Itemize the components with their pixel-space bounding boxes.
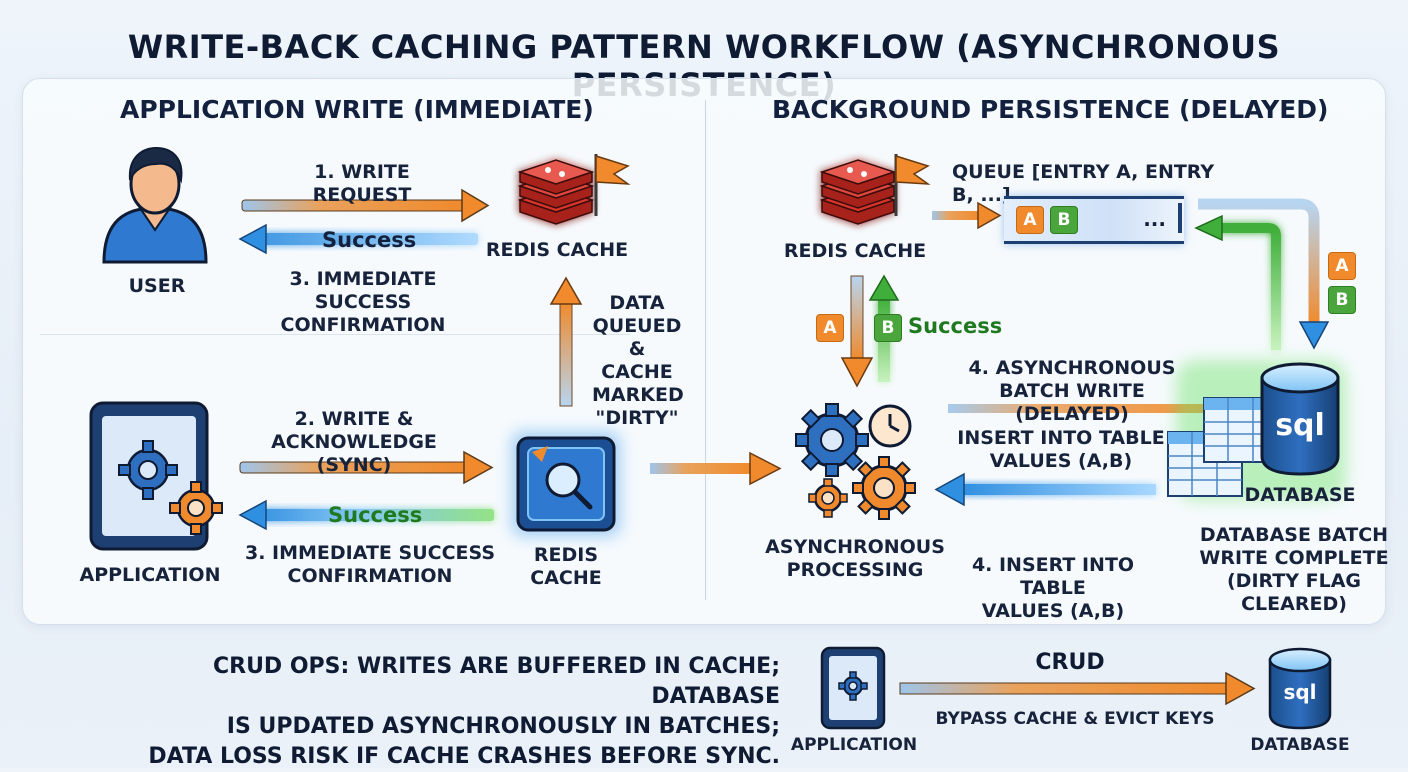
queued-line-5: "DIRTY" [595,407,679,429]
complete-line2: WRITE COMPLETE [1199,547,1389,569]
insert-line2: VALUES (A,B) [989,450,1133,472]
write-request-arrow [241,188,490,223]
write-request-label: 1. WRITE REQUEST [312,161,412,206]
batch-write-line1: 4. ASYNCHRONOUS [968,357,1176,379]
application-label: APPLICATION [79,564,221,586]
queued-line-3: & CACHE [601,338,673,383]
success-arrow-2 [238,499,494,531]
confirmation-1-line2: CONFIRMATION [280,314,446,336]
crud-note-line1: CRUD OPS: WRITES ARE BUFFERED IN CACHE; … [212,654,780,709]
database-label: DATABASE [1244,484,1356,506]
queued-line-1: DATA [609,292,665,314]
bottom-database-icon [1268,647,1332,730]
batch-write-line [948,404,1204,413]
redis-cache-right-label: REDIS CACHE [783,240,927,262]
to-async-arrow [650,451,782,486]
crud-note-line2: IS UPDATED ASYNCHRONOUSLY IN BATCHES; [226,714,780,739]
write-ack-label: 2. WRITE & ACKNOWLEDGE (SYNC) [240,408,468,477]
crud-note-line3: DATA LOSS RISK IF CACHE CRASHES BEFORE S… [148,744,780,769]
queue-more: ... [1143,207,1166,231]
async-processing-label: ASYNCHRONOUS PROCESSING [760,536,950,582]
queue-box: A B ... [1004,196,1184,244]
insert2-line1: 4. INSERT INTO TABLE [971,554,1135,599]
side-entry-b-chip: B [1328,286,1356,314]
redis2-line1: REDIS [533,544,599,566]
queue-to-db-arrow [1198,198,1330,350]
success-label-2: Success [328,503,423,527]
redis-chip-icon [512,432,620,536]
queue-end-bracket [1178,203,1182,233]
bypass-label: BYPASS CACHE & EVICT KEYS [935,709,1215,729]
complete-line4: CLEARED) [1241,593,1347,615]
batch-write-label: 4. ASYNCHRONOUS BATCH WRITE (DELAYED) [944,357,1200,426]
application-icon [89,401,223,551]
to-queue-arrow [932,201,1002,230]
complete-line1: DATABASE BATCH [1199,524,1389,546]
right-section-heading: BACKGROUND PERSISTENCE (DELAYED) [772,95,1329,124]
success-arrow-1 [238,223,478,255]
queued-up-arrow [549,276,583,407]
redis-icon [517,154,631,225]
data-queued-label: DATA QUEUED & CACHE MARKED "DIRTY" [592,292,684,430]
batch-write-line2: BATCH WRITE (DELAYED) [999,380,1145,425]
bottom-application-icon [820,646,886,730]
user-icon [102,146,208,264]
confirmation-label-2: 3. IMMEDIATE SUCCESS CONFIRMATION [240,542,500,588]
bottom-application-label: APPLICATION [790,735,918,755]
queued-line-4: MARKED [592,384,684,406]
entry-b-chip: B [874,314,902,342]
bottom-database-label: DATABASE [1250,735,1350,755]
success-label-1: Success [322,228,417,252]
bottom-sql-label: sql [1283,680,1317,704]
insert-label: INSERT INTO TABLE VALUES (A,B) [956,427,1166,473]
crud-note: CRUD OPS: WRITES ARE BUFFERED IN CACHE; … [120,652,780,772]
sql-label: sql [1275,408,1325,443]
async-line1: ASYNCHRONOUS [765,536,945,558]
redis-cache-label: REDIS CACHE [485,239,629,261]
confirmation-2-line2: CONFIRMATION [287,565,453,587]
redis-icon-right [819,154,931,225]
success-label-3: Success [908,314,1003,338]
write-ack-line1: 2. WRITE & [294,408,414,430]
redis-down-arrow [840,275,874,388]
user-label: USER [128,275,186,297]
insert2-line2: VALUES (A,B) [981,600,1125,622]
db-to-queue-arrow [1194,214,1281,350]
redis2-line2: CACHE [530,567,602,589]
async-processing-icon [795,403,916,520]
confirmation-1-line1: 3. IMMEDIATE SUCCESS [289,268,437,313]
left-section-heading: APPLICATION WRITE (IMMEDIATE) [120,95,594,124]
async-line2: PROCESSING [786,559,924,581]
queue-label: QUEUE [ENTRY A, ENTRY B, ...] [952,161,1215,206]
insert-line1: INSERT INTO TABLE [957,427,1165,449]
queue-entry-a: A [1016,206,1044,234]
crud-label: CRUD [1035,650,1105,675]
entry-a-chip: A [816,314,844,342]
write-ack-arrow [239,450,494,485]
redis-cache-label-2: REDIS CACHE [520,544,612,590]
section-divider [705,100,706,600]
confirmation-2-line1: 3. IMMEDIATE SUCCESS [244,542,496,564]
batch-complete-label: DATABASE BATCH WRITE COMPLETE (DIRTY FLA… [1196,524,1392,616]
crud-arrow [899,671,1256,706]
complete-line3: (DIRTY FLAG [1226,570,1362,592]
insert-return-arrow [934,472,1156,507]
queue-entry-b: B [1050,206,1078,234]
confirmation-label-1: 3. IMMEDIATE SUCCESS CONFIRMATION [240,268,486,337]
side-entry-a-chip: A [1328,252,1356,280]
queued-line-2: QUEUED [592,315,682,337]
left-row-divider [40,334,630,335]
insert-label-2: 4. INSERT INTO TABLE VALUES (A,B) [940,554,1166,623]
database-icon [1167,360,1346,500]
workflow-panel [22,78,1386,625]
write-ack-line2: ACKNOWLEDGE (SYNC) [271,431,437,476]
